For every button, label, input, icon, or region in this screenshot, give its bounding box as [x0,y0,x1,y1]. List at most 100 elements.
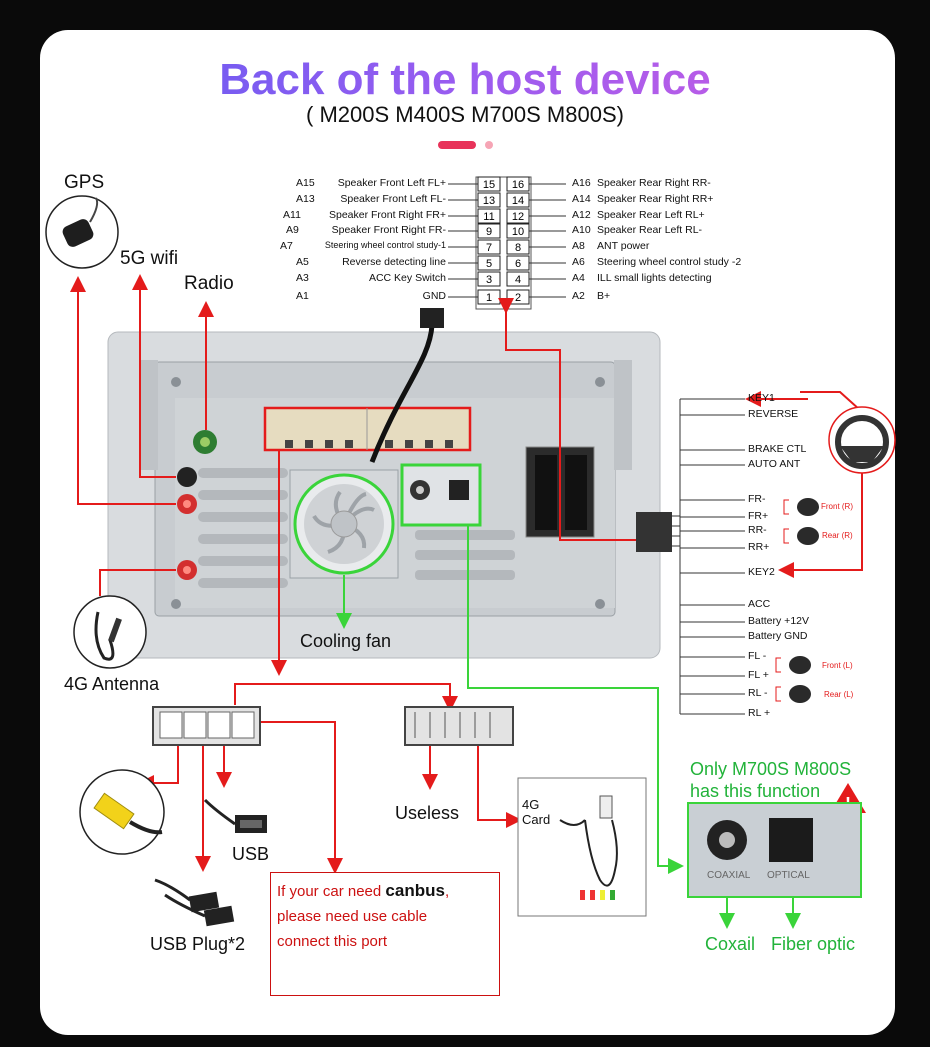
pin-right-code: A2 [572,290,585,302]
pin-left-box [477,239,501,255]
pin-left-num: 5 [486,258,492,270]
pin-right-code: A16 [572,177,591,189]
harness-label: RL + [748,707,771,719]
pin-left-box [477,255,501,271]
harness-label: FR- [748,493,766,505]
rca-cable-icon [79,769,165,855]
pin-right-box [506,192,530,208]
pin-right-box [506,176,530,192]
pin-right-box [506,208,530,224]
page-title: Back of the host device [0,55,930,105]
page-subtitle: ( M200S M400S M700S M800S) [306,102,624,127]
pin-left-num: 9 [486,226,492,238]
canbus-line1: If your car need canbus, [277,881,449,901]
only-models-note: Only M700S M800S has this function [690,758,851,802]
pin-right-num: 12 [512,211,524,223]
pin-left-box [477,289,501,305]
pin-right-box [506,239,530,255]
usb-label: USB [232,844,270,864]
harness-label: REVERSE [748,408,799,420]
harness-label: RR- [748,524,767,536]
pin-left-code: A11 [283,209,301,221]
usb-plug-x2-icon [154,878,235,927]
useless-label: Useless [395,803,460,823]
speaker-front-r-label: Front (R) [821,502,853,511]
pin-right-code: A8 [572,240,585,252]
radio-label: Radio [184,273,234,294]
canbus-keyword: canbus [385,881,445,900]
pin-left-box [477,271,501,287]
pin-left-label: Reverse detecting line [342,256,446,268]
canbus-line2: please need use cable [277,908,428,925]
pin-left-num: 11 [483,211,494,223]
pin-left-num: 7 [486,242,492,254]
pin-left-code: A3 [296,272,309,284]
coaxial-panel-label: COAXIAL [707,870,751,881]
pin-right-num: 8 [515,242,521,254]
harness-label: Battery +12V [748,615,809,627]
pin-right-label: B+ [597,290,611,302]
pin-right-code: A14 [572,193,591,205]
pin-left-code: A15 [296,177,315,189]
pin-right-box [506,271,530,287]
pin-right-num: 2 [515,292,521,304]
connector-left [152,706,261,746]
pin-left-code: A9 [286,224,299,236]
pin-left-code: A13 [296,193,315,205]
pin-left-code: A7 [280,240,293,252]
connector-right [404,706,514,746]
steering-wheel-icon [828,406,896,474]
optical-panel-label: OPTICAL [767,870,810,881]
pin-left-label: GND [422,290,446,302]
pin-right-num: 10 [512,226,524,238]
coax-optical-panel: COAXIAL OPTICAL [687,802,862,898]
usb-plug-label: USB Plug*2 [150,934,246,954]
harness-label: ACC [748,598,771,610]
pin-right-num: 6 [515,258,521,270]
pin-left-label: Speaker Front Right FR- [331,224,446,236]
pin-left-box [477,223,501,239]
pin-left-box [477,208,501,224]
harness-label: KEY1 [748,392,775,404]
pin-right-label: Speaker Rear Left RL- [597,224,703,236]
gps-antenna-icon [45,195,119,269]
antenna-4g-icon [73,595,147,669]
harness-label: AUTO ANT [748,458,801,470]
pin-right-box [506,255,530,271]
pin-connector-block: 15 13 11 9 7 5 3 1 16 14 12 10 8 6 4 2 [448,176,566,310]
harness-label: BRAKE CTL [748,443,807,455]
pin-left-box [477,192,501,208]
pin-left-num: 15 [483,179,495,191]
pin-left-code: A5 [296,256,309,268]
pin-right-num: 16 [512,179,524,191]
pin-left-label: Speaker Front Left FL- [340,193,446,205]
pin-right-label: Speaker Rear Right RR+ [597,193,714,205]
pin-left-label: Speaker Front Left FL+ [337,177,446,189]
pin-right-num: 14 [512,195,524,207]
card-4g-cable-box [517,777,647,917]
pin-right-code: A12 [572,209,591,221]
coaxial-label: Coxail [705,934,756,954]
pin-right-num: 4 [515,274,521,286]
pin-right-label: Steering wheel control study -2 [597,256,742,268]
antenna-4g-label: 4G Antenna [64,674,160,694]
pin-left-num: 3 [486,274,492,286]
harness-label: FL - [748,650,767,662]
harness-label: RL - [748,687,768,699]
pin-right-code: A6 [572,256,585,268]
cooling-fan-label: Cooling fan [300,631,392,651]
pin-left-code: A1 [296,290,309,302]
pin-right-label: Speaker Rear Left RL+ [597,209,705,221]
pin-right-code: A4 [572,272,585,284]
harness-label: FR+ [748,510,769,522]
pin-right-label: ILL small lights detecting [597,272,712,284]
harness-label: Battery GND [748,630,808,642]
speaker-icons [789,498,819,703]
harness-wires [679,398,745,715]
pin-left-num: 1 [486,292,492,304]
host-device-back [107,308,661,659]
pin-right-code: A10 [572,224,591,236]
pin-left-num: 13 [483,195,495,207]
speaker-rear-r-label: Rear (R) [822,531,853,540]
